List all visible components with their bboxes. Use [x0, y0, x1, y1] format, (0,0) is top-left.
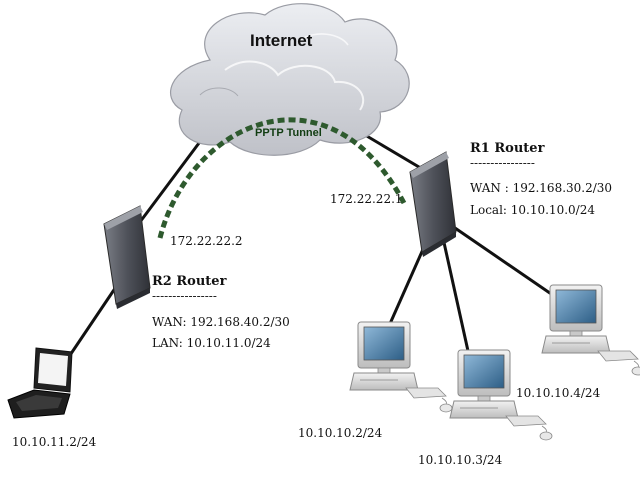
- link-r1-pc1: [383, 237, 430, 336]
- desktop-computer-icon: [541, 284, 640, 376]
- router-icon: [409, 151, 457, 257]
- r1-divider: ----------------: [470, 156, 535, 170]
- r1-local-label: Local: 10.10.10.0/24: [470, 203, 595, 217]
- link-r1-internet: [359, 130, 425, 172]
- r1-wan-label: WAN : 192.168.30.2/30: [470, 181, 612, 195]
- router-icon: [103, 205, 151, 309]
- pptp-tunnel-arc: [157, 117, 408, 239]
- tunnel-label: PPTP Tunnel: [255, 127, 322, 139]
- internet-label: Internet: [250, 31, 313, 50]
- desktop-computer-icon: [349, 321, 453, 413]
- link-r1-pc2: [441, 237, 472, 361]
- r2-lan-label: LAN: 10.10.11.0/24: [152, 336, 271, 350]
- r2-title: R2 Router: [152, 274, 227, 289]
- laptop-icon: [7, 347, 73, 419]
- r1-title: R1 Router: [470, 141, 545, 156]
- r1-wan-ip-label: 172.22.22.1: [330, 192, 403, 206]
- r2-wan-label: WAN: 192.168.40.2/30: [152, 315, 290, 329]
- pc1-ip-label: 10.10.10.2/24: [298, 426, 383, 440]
- cloud-icon: [170, 3, 410, 156]
- pc2-ip-label: 10.10.10.3/24: [418, 453, 503, 467]
- r2-divider: ----------------: [152, 289, 217, 303]
- link-r1-pc3: [454, 226, 561, 302]
- r2-wan-ip-label: 172.22.22.2: [170, 234, 243, 248]
- laptop-ip-label: 10.10.11.2/24: [12, 435, 97, 449]
- pc3-ip-label: 10.10.10.4/24: [516, 386, 601, 400]
